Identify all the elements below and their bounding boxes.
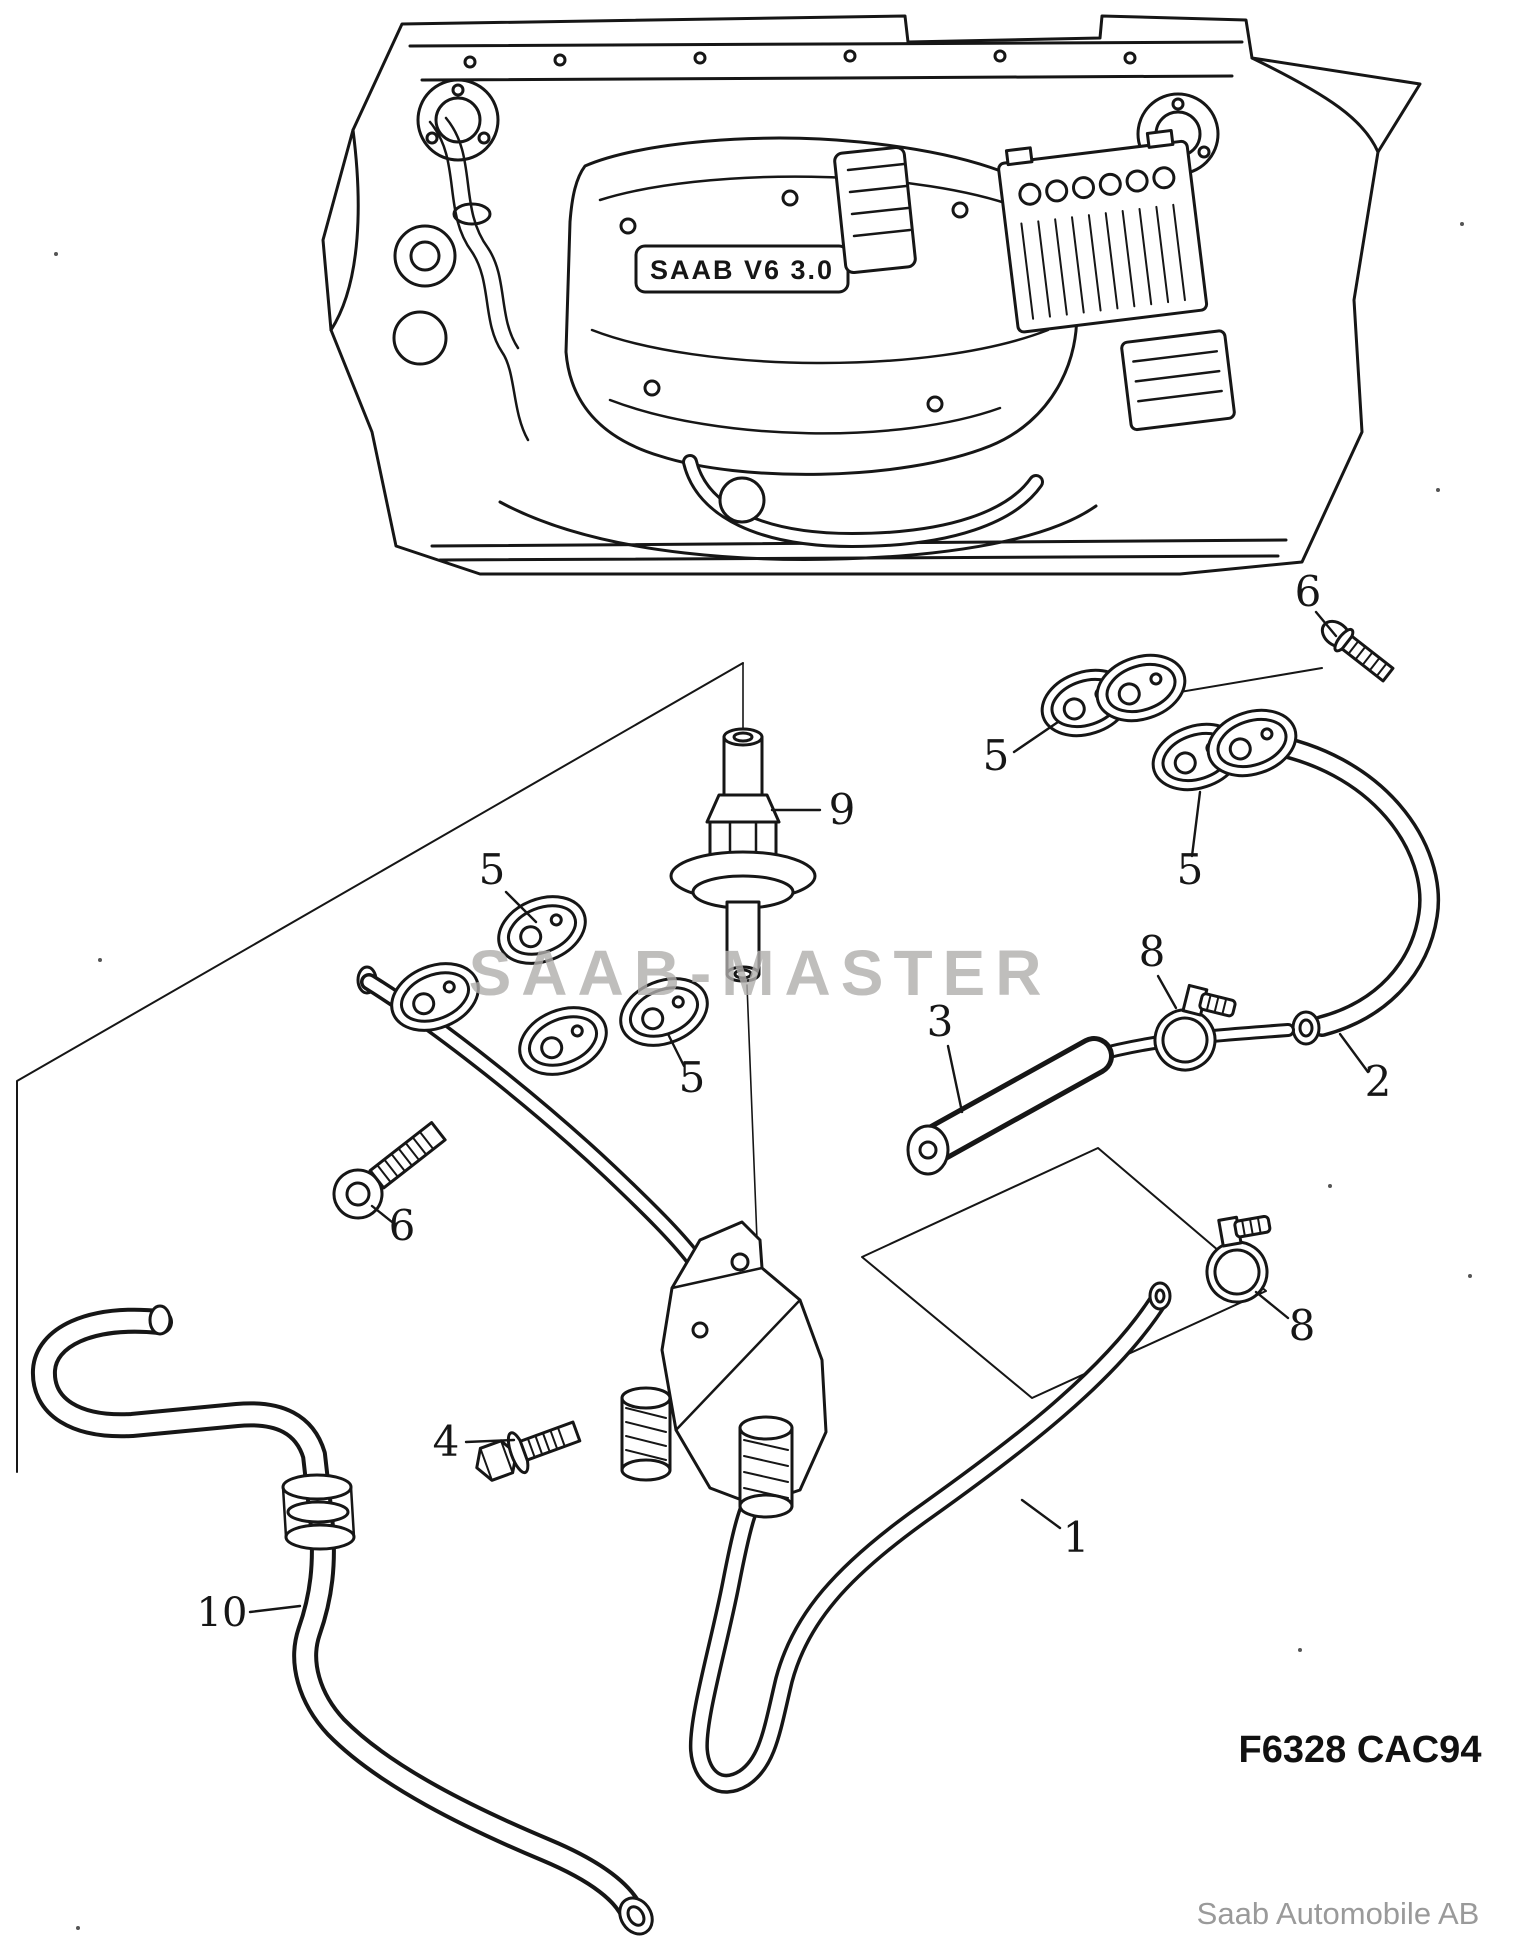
- leader-3: [946, 1044, 964, 1114]
- bolt-left-part6: [332, 1121, 447, 1220]
- rail-bolts: [463, 49, 1137, 69]
- strut-tower-left: [416, 78, 500, 162]
- leader-8-lower: [1254, 1290, 1290, 1320]
- callout-labels: 6 5 5 9 8 3 2 5 5 6 4 8 1 10: [197, 567, 1392, 1636]
- leader-6-upper: [1314, 610, 1338, 638]
- threaded-fitting-front: [620, 1386, 672, 1482]
- long-pipe-open-end-bore: [1154, 1288, 1166, 1304]
- long-pipe-open-end: [1148, 1281, 1172, 1311]
- engine-bay-illustration: SAAB V6 3.0: [321, 14, 1422, 576]
- return-hose-end-fitting: [1291, 1010, 1321, 1046]
- leader-4: [464, 1438, 516, 1444]
- callout-5-mid-left: 5: [479, 845, 506, 894]
- leader-1: [1020, 1498, 1062, 1530]
- leader-5-upper-left: [1012, 720, 1060, 754]
- firewall-lines: [408, 40, 1244, 82]
- short-hose-part3-inner: [917, 1041, 1109, 1161]
- leader-8-upper: [1156, 974, 1178, 1010]
- left-wheel-arch: [329, 128, 360, 332]
- callout-8-upper: 8: [1139, 927, 1166, 976]
- exploded-parts-view: [16, 610, 1441, 1936]
- ecu-box: [1120, 329, 1236, 432]
- leader-6-left: [370, 1204, 394, 1224]
- body-outline: [321, 14, 1422, 576]
- large-hose-top-end: [148, 1304, 172, 1336]
- scan-specks: [54, 222, 1472, 1930]
- engine-cover: SAAB V6 3.0: [564, 136, 1079, 476]
- callout-8-lower: 8: [1289, 1301, 1316, 1350]
- bay-hose-b: [498, 500, 1098, 561]
- callout-3: 3: [927, 997, 954, 1046]
- reservoirs: [392, 202, 492, 366]
- leader-lines: [248, 610, 1370, 1614]
- drawing-code: F6328 CAC94: [1239, 1729, 1482, 1771]
- engine-badge-label: SAAB V6 3.0: [650, 255, 834, 285]
- callout-9: 9: [829, 785, 856, 834]
- hose-clamp-lower: [1196, 1210, 1284, 1309]
- callout-10: 10: [197, 1590, 248, 1636]
- large-hose-part10-inner: [34, 1311, 643, 1927]
- return-hose-part2-inner: [1251, 734, 1437, 1034]
- callout-6-left: 6: [389, 1201, 416, 1250]
- return-hose-end-bore: [1298, 1018, 1314, 1038]
- vacuum-valve-part9: [669, 727, 817, 983]
- callout-5-upper-right: 5: [1177, 845, 1204, 894]
- callout-5-mid-lower: 5: [679, 1053, 706, 1102]
- watermark-text: SAAB-MASTER: [469, 937, 1052, 1009]
- large-hose-connector: [281, 1473, 356, 1551]
- flange-screw-part4: [475, 1420, 582, 1482]
- short-hose-bore: [918, 1140, 938, 1160]
- intake-block: [833, 145, 917, 275]
- callout-2: 2: [1365, 1057, 1392, 1106]
- oil-cap: [718, 476, 766, 524]
- callout-6-upper: 6: [1295, 567, 1322, 616]
- large-hose-part10: [30, 1307, 647, 1931]
- leader-5-upper-right: [1190, 790, 1202, 858]
- battery: [997, 129, 1209, 334]
- grommet-left-3: [508, 993, 618, 1089]
- leader-5-mid-left: [504, 890, 538, 924]
- callout-4: 4: [433, 1417, 460, 1466]
- valve-axis-line: [742, 662, 758, 1241]
- wiring-harness: [428, 116, 530, 442]
- leader-2: [1338, 1032, 1370, 1074]
- leader-5-mid-lower: [666, 1032, 686, 1068]
- long-pipe-part1-inner: [692, 1291, 1167, 1791]
- right-fender-line: [1250, 56, 1380, 154]
- bay-hose-a-inner: [685, 457, 1041, 545]
- panel-diagonal-line: [16, 662, 744, 1473]
- callout-1: 1: [1063, 1513, 1090, 1562]
- large-hose-end-opening: [618, 1896, 654, 1936]
- flat-panel-outline: [861, 1147, 1267, 1399]
- short-hose-open-end: [906, 1124, 950, 1176]
- footer-credit: Saab Automobile AB: [1197, 1896, 1480, 1931]
- threaded-fitting-rear: [738, 1415, 794, 1519]
- callout-5-upper-left: 5: [983, 731, 1010, 780]
- leader-10: [248, 1604, 302, 1614]
